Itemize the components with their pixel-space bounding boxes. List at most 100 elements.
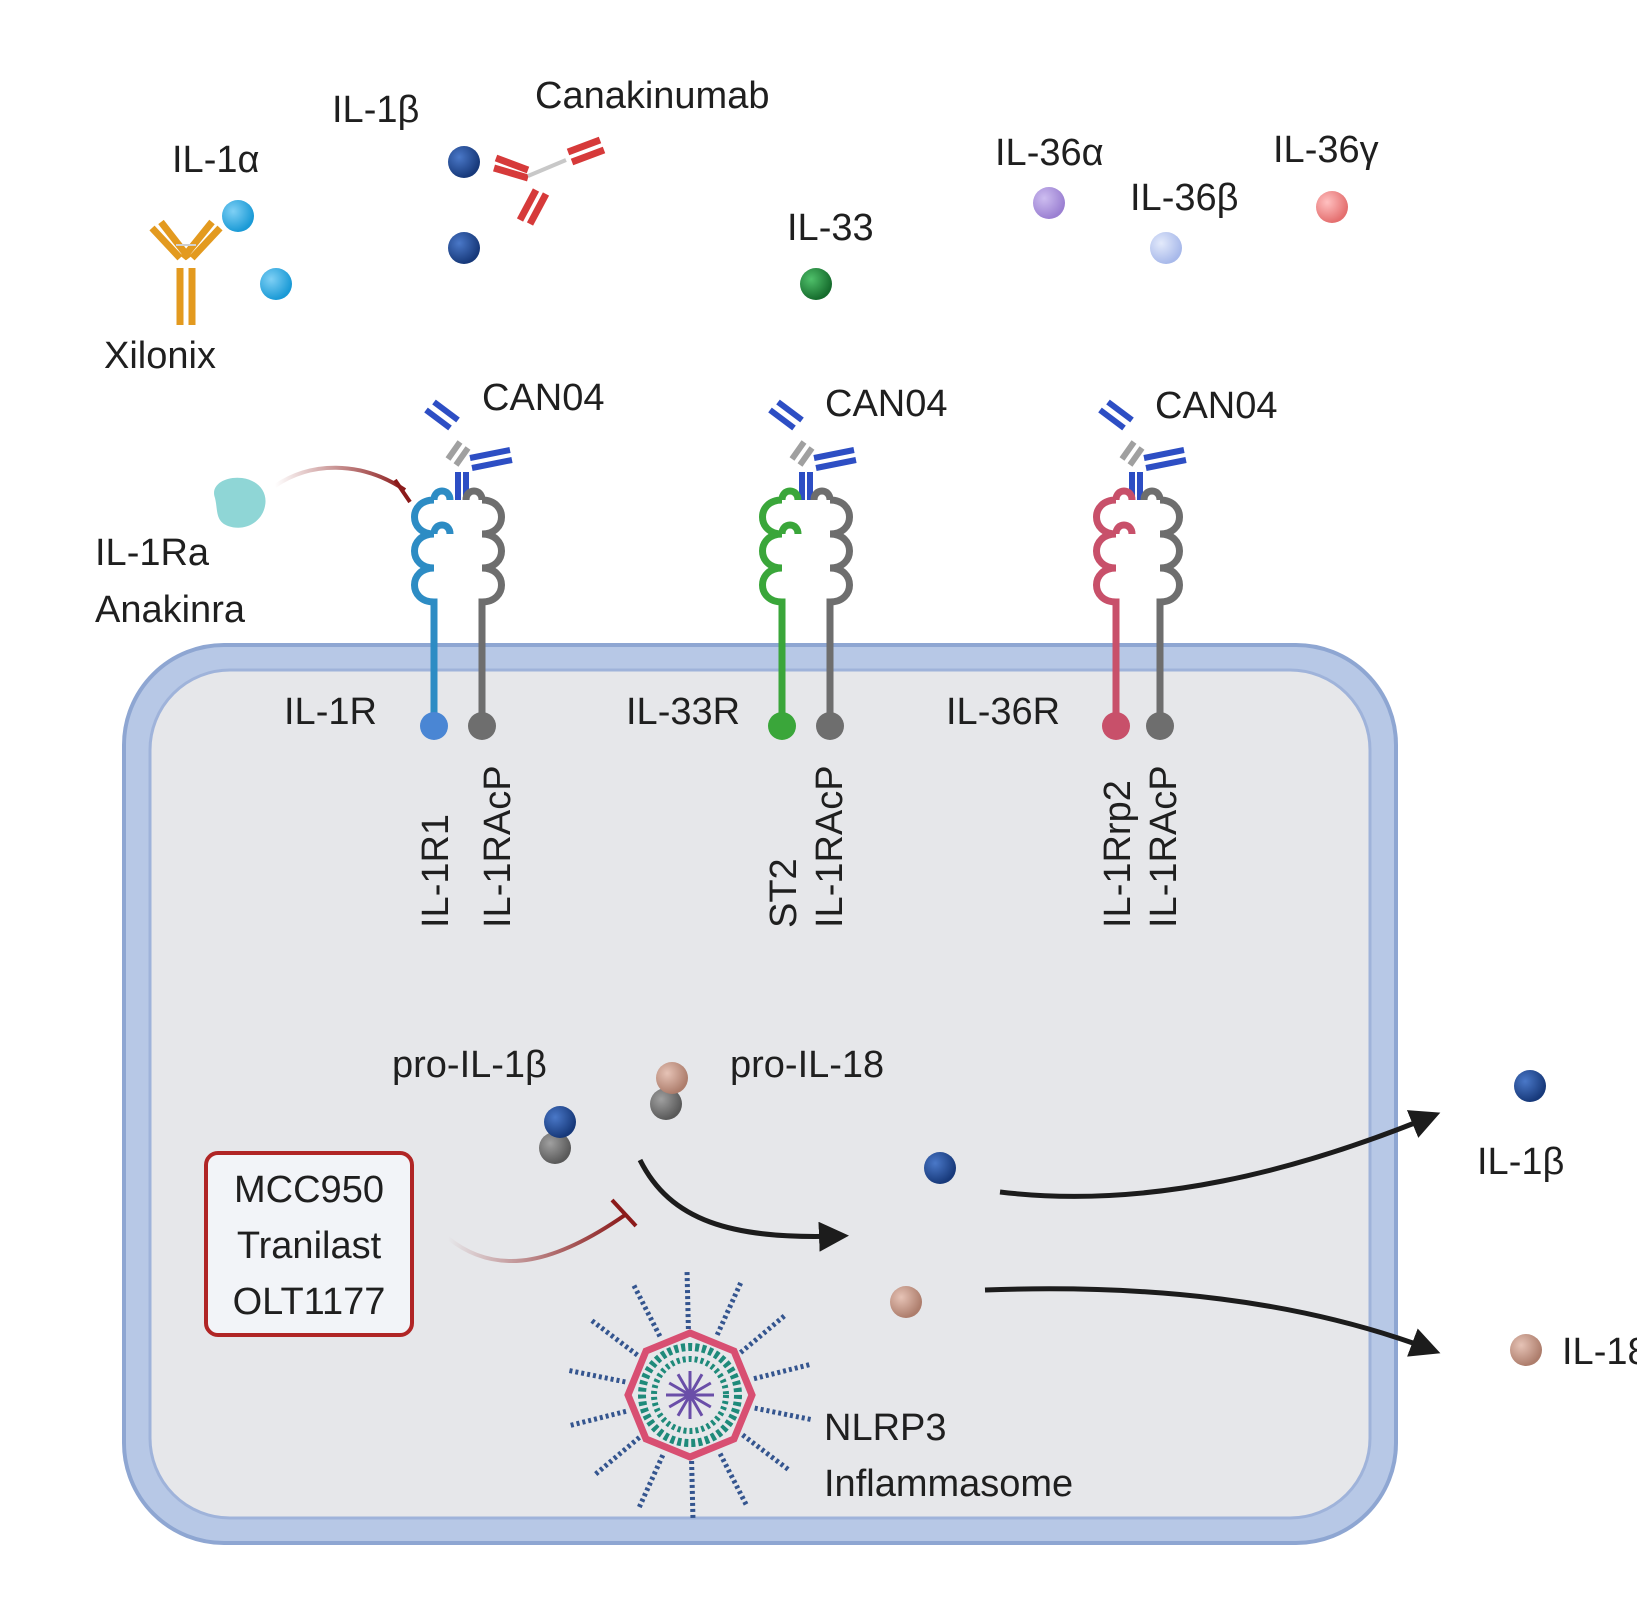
- inflammasome-core-ray: [688, 1373, 704, 1396]
- xilonix-antibody-icon: [149, 219, 223, 325]
- label-can04-3: CAN04: [1155, 385, 1278, 427]
- inflammasome-spoke: [738, 1312, 788, 1355]
- st2-tir-domain: [768, 712, 796, 740]
- inflammasome-spoke: [592, 1435, 642, 1478]
- il1racp-chain-1: [478, 496, 505, 720]
- mature-il1b: [924, 1152, 956, 1184]
- label-il1ra: IL-1Ra: [95, 532, 210, 574]
- label-il36a: IL-36α: [995, 132, 1104, 174]
- il36a-ligand: [1033, 187, 1065, 219]
- pro-il18-brown: [656, 1062, 688, 1094]
- receptor-il36r: [1093, 399, 1187, 740]
- il1a-ligand-2: [260, 268, 292, 300]
- inflammasome-core-ray: [676, 1394, 692, 1417]
- receptor-il33r: [759, 399, 857, 740]
- mature-il18: [890, 1286, 922, 1318]
- inhibitor-mcc950: MCC950: [234, 1169, 384, 1211]
- il1r1-tir-domain: [420, 712, 448, 740]
- cell: [122, 643, 1398, 1545]
- inflammasome-spoke: [568, 1408, 627, 1429]
- il1a-ligand-1: [222, 200, 254, 232]
- pro-il18-gray: [650, 1088, 682, 1120]
- label-can04-1: CAN04: [482, 377, 605, 419]
- inflammasome-core-ray: [676, 1373, 692, 1396]
- inhibitor-inhibition-bar: [610, 1198, 638, 1228]
- inflammasome-core-ray: [668, 1393, 691, 1409]
- label-canakinumab: Canakinumab: [535, 75, 769, 117]
- il1racp-chain-2: [826, 496, 853, 720]
- label-st2: ST2: [763, 858, 805, 928]
- inflammasome-spoke: [753, 1361, 812, 1382]
- label-pro-il1b: pro-IL-1β: [392, 1044, 547, 1086]
- il36b-ligand: [1150, 232, 1182, 264]
- il1b-secretion-arrow: [999, 1110, 1441, 1199]
- inhibitor-olt1177: OLT1177: [233, 1281, 386, 1323]
- inflammasome-core-ray: [688, 1394, 704, 1417]
- label-il33r: IL-33R: [626, 691, 740, 733]
- label-il36g: IL-36γ: [1273, 129, 1379, 171]
- label-can04-2: CAN04: [825, 383, 948, 425]
- inflammasome-spoke: [754, 1405, 813, 1423]
- il18-secretion-arrow: [984, 1286, 1441, 1357]
- label-nlrp3: NLRP3: [824, 1407, 947, 1449]
- pro-il1b-gray: [539, 1132, 571, 1164]
- inflammasome-core-ray: [689, 1381, 712, 1397]
- il1rrp2-tir-domain: [1102, 712, 1130, 740]
- inflammasome-spoke: [636, 1454, 666, 1510]
- il1b-ligand-1: [448, 146, 480, 178]
- il1ra-inhibition-bar: [393, 478, 412, 504]
- can04-antibody-icon-1: [424, 399, 513, 500]
- inflammasome-spoke: [630, 1282, 663, 1338]
- inflammasome-core-ray: [668, 1381, 691, 1397]
- secreted-il18: [1510, 1334, 1542, 1366]
- canakinumab-antibody-icon: [493, 136, 606, 226]
- label-inflammasome: Inflammasome: [824, 1463, 1073, 1505]
- label-il1racp-2: IL-1RAcP: [809, 765, 851, 928]
- pro-il1b-blue: [544, 1106, 576, 1138]
- il1racp-tir-domain-3: [1146, 712, 1174, 740]
- label-il1racp-3: IL-1RAcP: [1143, 765, 1185, 928]
- nlrp3-inflammasome-icon: [567, 1269, 813, 1521]
- label-il36r: IL-36R: [946, 691, 1060, 733]
- il1racp-chain-3: [1156, 496, 1183, 720]
- inflammasome-core-ray: [689, 1393, 712, 1409]
- il1ra-inhibition-line: [273, 465, 407, 492]
- label-il1racp-1: IL-1RAcP: [477, 765, 519, 928]
- label-pro-il18: pro-IL-18: [730, 1044, 884, 1086]
- label-il1r: IL-1R: [284, 691, 377, 733]
- st2-chain: [759, 496, 786, 720]
- il1b-ligand-2: [448, 232, 480, 264]
- inflammasome-spoke: [588, 1317, 639, 1358]
- label-il1a: IL-1α: [172, 139, 259, 181]
- label-il1b-top: IL-1β: [332, 89, 419, 131]
- inflammasome-spoke: [741, 1432, 792, 1473]
- inhibitor-box: [204, 1151, 414, 1337]
- il33-ligand: [800, 268, 832, 300]
- receptor-il1r: [411, 399, 513, 740]
- label-il1r1: IL-1R1: [415, 814, 457, 928]
- label-anakinra: Anakinra: [95, 589, 246, 631]
- secreted-il1b: [1514, 1070, 1546, 1102]
- inhibitor-inhibition-line: [446, 1213, 627, 1264]
- label-il1b-secreted: IL-1β: [1477, 1141, 1564, 1183]
- inflammasome-spoke: [567, 1367, 626, 1385]
- il1rrp2-chain: [1093, 496, 1120, 720]
- can04-antibody-icon-2: [768, 399, 857, 500]
- il1racp-tir-domain-1: [468, 712, 496, 740]
- processing-arrow: [637, 1158, 849, 1252]
- inflammasome-spoke: [684, 1269, 691, 1330]
- il1r1-chain: [411, 496, 438, 720]
- il36g-ligand: [1316, 191, 1348, 223]
- label-il33: IL-33: [787, 207, 874, 249]
- inhibitor-tranilast: Tranilast: [237, 1225, 382, 1267]
- il1racp-tir-domain-2: [816, 712, 844, 740]
- label-xilonix: Xilonix: [104, 335, 216, 377]
- il1ra-blob-icon: [214, 477, 266, 528]
- inflammasome-spoke: [689, 1460, 696, 1521]
- cell-cytoplasm: [148, 668, 1372, 1520]
- inflammasome-spoke: [714, 1280, 744, 1336]
- label-il18-secreted: IL-18: [1562, 1331, 1637, 1373]
- label-il36b: IL-36β: [1130, 177, 1238, 219]
- inflammasome-spoke: [717, 1452, 750, 1508]
